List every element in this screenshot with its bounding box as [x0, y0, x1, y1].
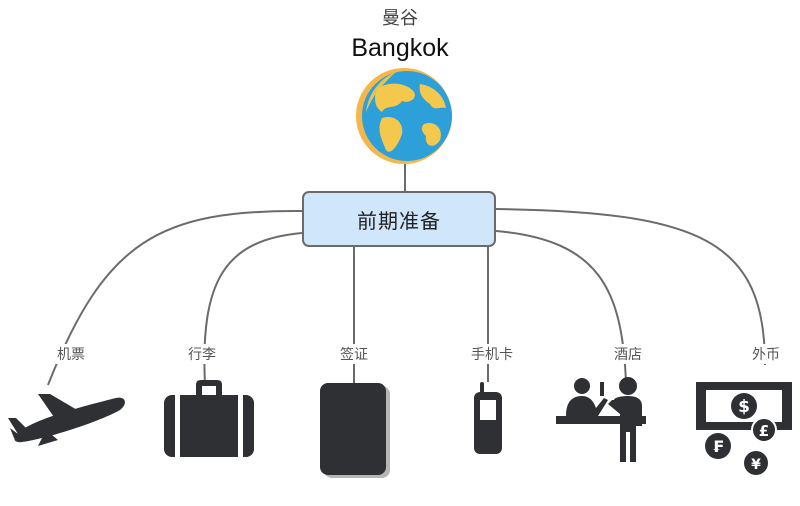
dollar-symbol: $	[738, 397, 750, 417]
franc-symbol: ₣	[712, 437, 723, 456]
airplane-icon	[8, 394, 125, 446]
foreign-currency-icon: $ £ ₣ ¥	[696, 382, 792, 475]
connector-waibi	[495, 208, 766, 366]
central-node-label: 前期准备	[357, 208, 441, 233]
mobile-phone-icon	[474, 382, 502, 454]
hotel-reception-icon	[556, 377, 646, 462]
pound-symbol: £	[759, 422, 769, 440]
branch-label-qianzheng[interactable]: 签证	[314, 344, 394, 364]
connector-jipiao	[47, 209, 303, 386]
central-node[interactable]: 前期准备	[302, 191, 496, 247]
globe-icon	[356, 68, 452, 164]
passport-icon	[320, 383, 390, 478]
branch-label-shoujika[interactable]: 手机卡	[452, 344, 532, 364]
suitcase-icon	[164, 380, 254, 457]
city-name-chinese: 曼谷	[382, 8, 418, 29]
branch-label-jipiao[interactable]: 机票	[31, 344, 111, 364]
yen-symbol: ¥	[751, 457, 761, 473]
branch-label-jiudian[interactable]: 酒店	[588, 344, 668, 364]
branch-label-waibi[interactable]: 外币	[726, 344, 800, 364]
city-name-english: Bangkok	[351, 34, 449, 62]
branch-label-xingli[interactable]: 行李	[162, 344, 242, 364]
